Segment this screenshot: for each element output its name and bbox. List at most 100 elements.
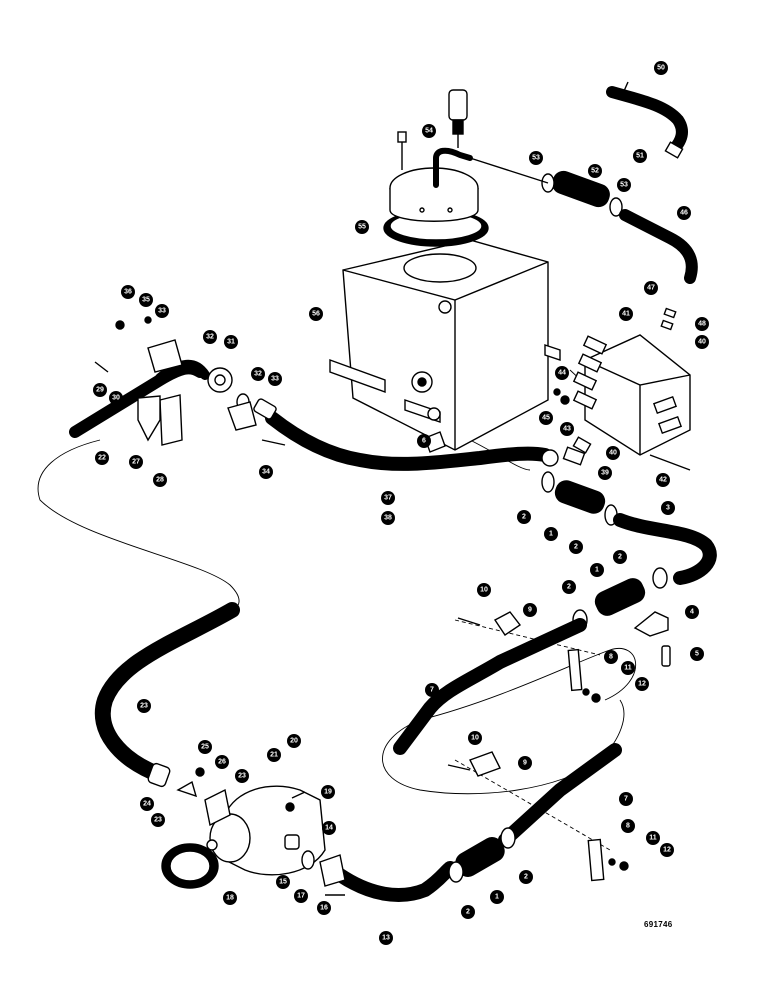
callout-bubble	[619, 307, 633, 321]
callout-bubble	[268, 372, 282, 386]
callout-flange-half: 33	[155, 304, 169, 318]
callout-bubble	[379, 931, 393, 945]
callout-number: 20	[290, 738, 298, 745]
callout-elbow-fitting: 39	[598, 466, 612, 480]
callout-number: 29	[96, 387, 104, 394]
callout-bracket-plate-b: 8	[621, 819, 635, 833]
callout-bubble	[224, 335, 238, 349]
callout-number: 2	[567, 584, 571, 591]
callout-bubble	[529, 151, 543, 165]
callout-bubble	[155, 304, 169, 318]
callout-bubble	[654, 61, 668, 75]
callout-number: 30	[112, 395, 120, 402]
callout-hydraulic-reservoir: 56	[309, 307, 323, 321]
callout-return-tube-lower: 7	[619, 792, 633, 806]
callout-number: 10	[480, 587, 488, 594]
callout-number: 25	[201, 744, 209, 751]
callout-number: 26	[218, 759, 226, 766]
callout-bubble	[223, 891, 237, 905]
callout-number: 48	[698, 321, 706, 328]
callout-o-ring-lower: 40	[695, 335, 709, 349]
callout-bubble	[646, 831, 660, 845]
callout-suction-hose-upper: 22	[95, 451, 109, 465]
callout-adapter-clamp: 33	[268, 372, 282, 386]
callout-bubble	[588, 164, 602, 178]
callout-bubble	[690, 647, 704, 661]
callout-bubble	[598, 466, 612, 480]
callout-bubble	[287, 734, 301, 748]
callout-bolt: 34	[259, 465, 273, 479]
callout-bubble	[560, 422, 574, 436]
callout-hose-clamp-c: 2	[613, 550, 627, 564]
reservoir-cover-drawing	[383, 147, 489, 247]
callout-o-ring: 48	[695, 317, 709, 331]
callout-number: 4	[690, 609, 694, 616]
callout-number: 9	[523, 760, 527, 767]
callout-bubble	[203, 330, 217, 344]
callout-bubble	[109, 391, 123, 405]
callout-number: 35	[142, 297, 150, 304]
callout-hose-end-fitting: 24	[140, 797, 154, 811]
callout-number: 8	[609, 654, 613, 661]
callout-number: 23	[238, 773, 246, 780]
callout-number: 14	[325, 825, 333, 832]
callout-pump-lock-washer: 21	[267, 748, 281, 762]
hydraulic-pump-drawing	[161, 767, 326, 889]
callout-pump-outlet-tube: 13	[379, 931, 393, 945]
callout-connector-hose-a: 1	[544, 527, 558, 541]
callout-bubble	[619, 792, 633, 806]
callout-tube-bracket-b: 9	[518, 756, 532, 770]
callout-bubble	[633, 149, 647, 163]
callout-support-clamp: 27	[129, 455, 143, 469]
callout-bubble	[422, 124, 436, 138]
callout-o-ring-valve: 40	[606, 446, 620, 460]
callout-bubble	[644, 281, 658, 295]
callout-washer: 30	[109, 391, 123, 405]
callout-number: 55	[358, 224, 366, 231]
callout-number: 32	[206, 334, 214, 341]
callout-bubble	[267, 748, 281, 762]
callout-support-bracket: 28	[153, 473, 167, 487]
callout-cap-screw: 29	[93, 383, 107, 397]
callout-drive-seal: 18	[223, 891, 237, 905]
callout-bubble	[198, 740, 212, 754]
callout-number: 27	[132, 459, 140, 466]
callout-number: 12	[638, 681, 646, 688]
callout-bubble	[276, 875, 290, 889]
callout-reservoir-cover-gasket: 55	[355, 220, 369, 234]
callout-number: 53	[532, 155, 540, 162]
callout-pump-flange-a: 23	[235, 769, 249, 783]
callout-bubble	[381, 491, 395, 505]
callout-bubble	[562, 580, 576, 594]
callout-number: 52	[591, 168, 599, 175]
callout-number: 28	[156, 477, 164, 484]
callout-nut-b: 12	[660, 843, 674, 857]
callout-fill-elbow-tube: 50	[654, 61, 668, 75]
callout-bracket-cap-screw-a: 10	[477, 583, 491, 597]
callout-number: 44	[558, 370, 566, 377]
callout-bubble	[317, 901, 331, 915]
callout-clamp-cap-screw: 5	[690, 647, 704, 661]
callout-bubble	[477, 583, 491, 597]
callout-labels: 5051545352534655564748404136353332312930…	[93, 61, 709, 945]
control-valve-drawing	[553, 307, 691, 471]
callout-breather-filler-tube: 54	[422, 124, 436, 138]
callout-number: 41	[622, 311, 630, 318]
callout-bubble	[153, 473, 167, 487]
callout-number: 1	[549, 531, 553, 538]
callout-bubble	[621, 819, 635, 833]
callout-number: 53	[620, 182, 628, 189]
return-tubes-drawing	[393, 618, 629, 882]
callout-connector-hose-b: 1	[590, 563, 604, 577]
callout-number: 38	[384, 515, 392, 522]
upper-return-line-drawing	[469, 81, 698, 284]
callout-pump-washer: 26	[215, 755, 229, 769]
callout-bubble	[468, 731, 482, 745]
callout-hose-clamp-b: 2	[569, 540, 583, 554]
callout-number: 13	[382, 935, 390, 942]
callout-lock-washer: 35	[139, 293, 153, 307]
callout-number: 1	[495, 894, 499, 901]
callout-number: 2	[466, 909, 470, 916]
callout-number: 2	[574, 544, 578, 551]
callout-bubble	[569, 540, 583, 554]
